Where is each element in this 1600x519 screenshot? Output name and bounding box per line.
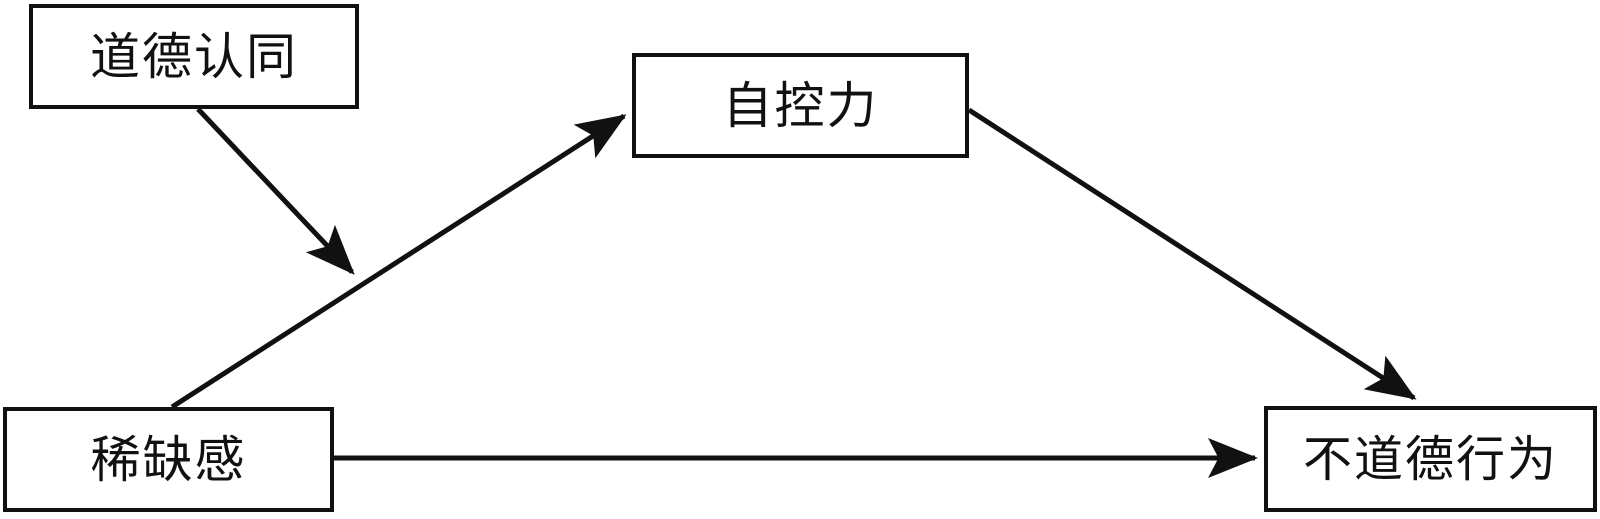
node-moral-identity-label: 道德认同 (90, 27, 298, 86)
node-unethical-behavior[interactable]: 不道德行为 (1264, 406, 1597, 512)
node-unethical-behavior-label: 不道德行为 (1302, 430, 1558, 488)
edge-scarcity-to-self-control (170, 113, 627, 410)
node-scarcity[interactable]: 稀缺感 (3, 407, 334, 512)
edge-moral-identity-moderation (196, 107, 355, 275)
node-moral-identity[interactable]: 道德认同 (29, 4, 359, 109)
node-self-control-label: 自控力 (722, 76, 879, 135)
node-scarcity-label: 稀缺感 (90, 430, 247, 489)
node-self-control[interactable]: 自控力 (632, 53, 969, 158)
edge-self-control-to-unethical-behavior (967, 107, 1417, 401)
